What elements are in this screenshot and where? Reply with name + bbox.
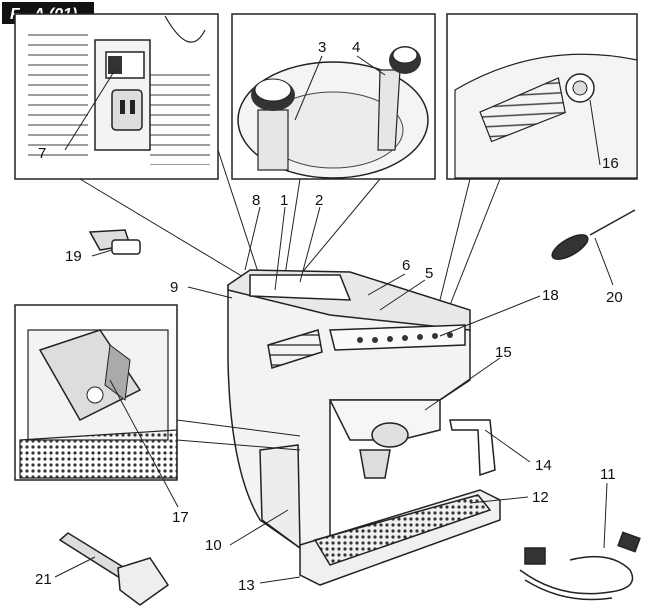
callout-10: 10 bbox=[205, 537, 222, 554]
callout-17: 17 bbox=[172, 509, 189, 526]
inset-grinder-knobs bbox=[231, 13, 436, 180]
power-socket bbox=[111, 89, 143, 131]
accessory-19-key bbox=[88, 229, 141, 255]
callout-4: 4 bbox=[352, 39, 360, 56]
callout-2: 2 bbox=[315, 192, 323, 209]
callout-20: 20 bbox=[606, 289, 623, 306]
callout-8: 8 bbox=[252, 192, 260, 209]
callout-1: 1 bbox=[280, 192, 288, 209]
callout-6: 6 bbox=[402, 257, 410, 274]
callout-18: 18 bbox=[542, 287, 559, 304]
callout-21: 21 bbox=[35, 571, 52, 588]
callout-13: 13 bbox=[238, 577, 255, 594]
callout-12: 12 bbox=[532, 489, 549, 506]
accessory-20-brush bbox=[551, 209, 636, 260]
control-buttons bbox=[357, 332, 453, 343]
callout-9: 9 bbox=[170, 279, 178, 296]
callout-11: 11 bbox=[600, 466, 616, 483]
callout-19: 19 bbox=[65, 248, 82, 265]
callout-leaders bbox=[54, 55, 614, 584]
inset-brewing-unit bbox=[14, 304, 301, 481]
inset-steam-knob bbox=[446, 13, 638, 180]
callout-labels: 7 8 1 2 3 4 16 9 6 5 18 15 14 12 11 19 2… bbox=[35, 39, 623, 594]
accessory-21-scoop bbox=[58, 532, 170, 606]
callout-14: 14 bbox=[535, 457, 552, 474]
inset-leader-lines bbox=[79, 149, 501, 306]
callout-3: 3 bbox=[318, 39, 326, 56]
accessory-11-power-cord bbox=[519, 531, 641, 601]
callout-15: 15 bbox=[495, 344, 512, 361]
callout-16: 16 bbox=[602, 155, 619, 172]
callout-5: 5 bbox=[425, 265, 433, 282]
callout-7: 7 bbox=[38, 145, 46, 162]
coffee-machine-body bbox=[227, 269, 501, 586]
inset-power-switch bbox=[14, 13, 219, 180]
